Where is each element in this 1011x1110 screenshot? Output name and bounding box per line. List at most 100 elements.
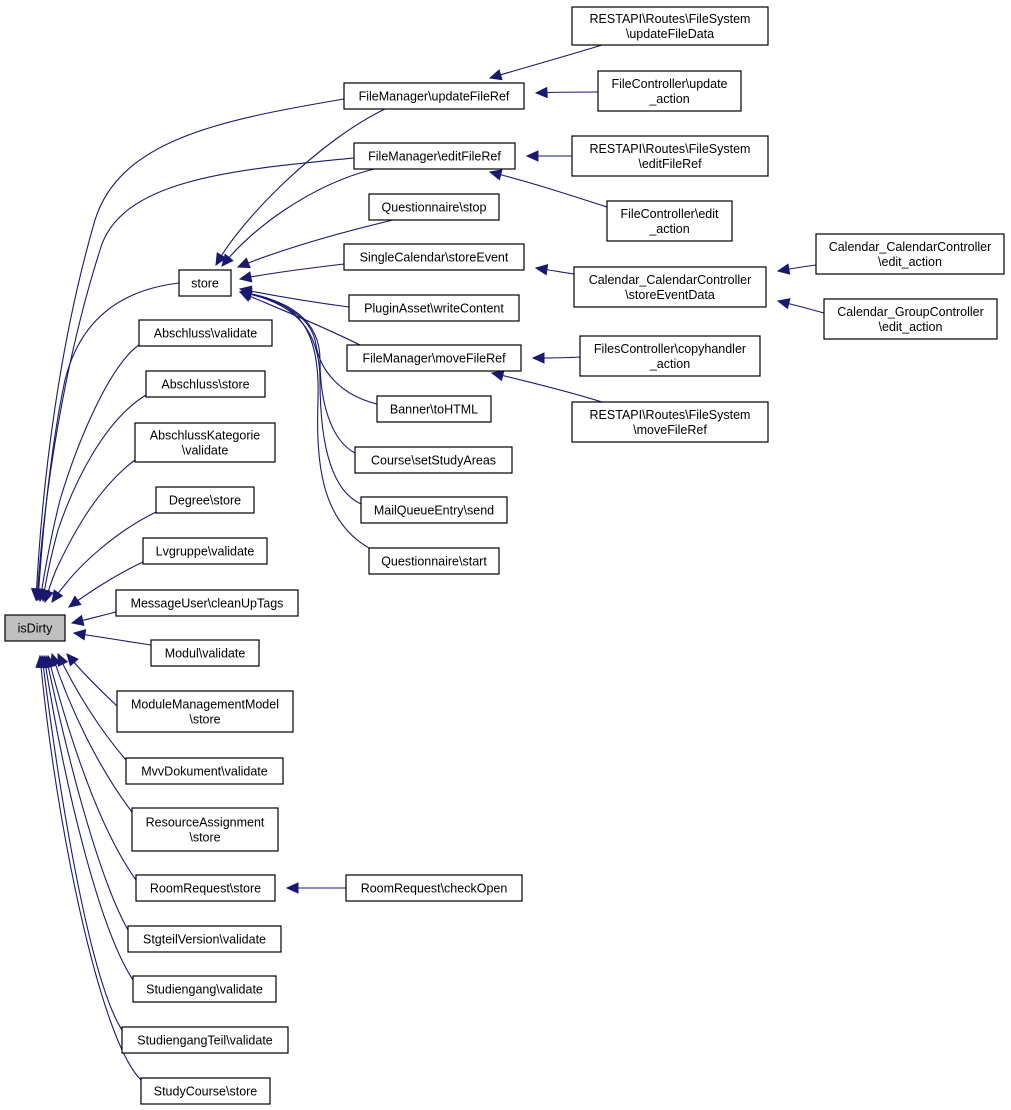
arrowhead <box>42 589 54 604</box>
node-box <box>131 807 279 852</box>
node-box <box>571 135 769 177</box>
node-label: Banner\toHTML <box>390 403 478 417</box>
node-degree-store[interactable]: Degree\store <box>155 486 255 514</box>
node-single-calendar-store-event[interactable]: SingleCalendar\storeEvent <box>343 243 525 271</box>
node-label: FileManager\updateFileRef <box>359 90 510 104</box>
edge-cal-store-event-data-to-single-calendar-store-event <box>534 264 575 276</box>
arrowhead <box>534 86 548 99</box>
edge-rest-move-file-ref-to-fmmove-file-ref <box>490 370 603 403</box>
node-fmmove-file-ref[interactable]: FileManager\moveFileRef <box>346 344 522 372</box>
node-label: FileManager\moveFileRef <box>362 352 506 366</box>
node-stgteil-version-validate[interactable]: StgteilVersion\validate <box>127 925 282 953</box>
node-rest-move-file-ref[interactable]: RESTAPI\Routes\FileSystem\moveFileRef <box>571 401 769 443</box>
node-box <box>368 193 500 221</box>
node-box <box>348 294 520 322</box>
node-course-set-study-areas[interactable]: Course\setStudyAreas <box>354 446 513 474</box>
arrowhead <box>776 263 791 275</box>
node-label: Questionnaire\stop <box>382 201 487 215</box>
node-cal-store-event-data[interactable]: Calendar_CalendarController\storeEventDa… <box>573 266 767 308</box>
node-label: SingleCalendar\storeEvent <box>360 251 509 265</box>
node-banner-to-html[interactable]: Banner\toHTML <box>376 395 492 423</box>
edge-mvv-dokument-validate-to-is-dirty <box>57 652 127 761</box>
node-module-management-model[interactable]: ModuleManagementModel\store <box>116 690 294 733</box>
node-box <box>4 614 66 642</box>
node-label: StgteilVersion\validate <box>143 933 266 947</box>
node-box <box>353 142 516 170</box>
node-fcupdate-action[interactable]: FileController\update_action <box>597 70 742 112</box>
node-lvgruppe-validate[interactable]: Lvgruppe\validate <box>142 537 268 565</box>
node-fmupdate-file-ref[interactable]: FileManager\updateFileRef <box>343 82 525 110</box>
edge-plugin-asset-write-content-to-store <box>238 285 350 308</box>
node-rest-edit-file-ref[interactable]: RESTAPI\Routes\FileSystem\editFileRef <box>571 135 769 177</box>
node-box <box>127 925 282 953</box>
node-studiengang-teil-validate[interactable]: StudiengangTeil\validate <box>121 1026 289 1054</box>
node-label: \storeEventData <box>625 288 715 302</box>
node-store[interactable]: store <box>178 269 232 297</box>
node-room-request-check-open[interactable]: RoomRequest\checkOpen <box>345 874 523 902</box>
node-box <box>343 82 525 110</box>
node-box <box>140 1077 271 1105</box>
arrowhead <box>776 298 791 310</box>
node-box <box>155 486 255 514</box>
node-mvv-dokument-validate[interactable]: MvvDokument\validate <box>125 757 284 785</box>
node-is-dirty[interactable]: isDirty <box>4 614 66 642</box>
node-cal-edit-action[interactable]: Calendar_CalendarController\edit_action <box>815 233 1005 275</box>
node-box <box>573 266 767 308</box>
node-label: Degree\store <box>169 494 241 508</box>
edge-lvgruppe-validate-to-is-dirty <box>68 561 144 608</box>
node-label: FileController\update <box>611 77 727 91</box>
edge-room-request-store-to-is-dirty <box>45 654 137 881</box>
edge-fmedit-file-ref-to-store <box>221 168 375 267</box>
edge-rest-edit-file-ref-to-fmedit-file-ref <box>525 150 573 162</box>
node-message-user-clean-up-tags[interactable]: MessageUser\cleanUpTags <box>115 589 299 617</box>
edge-cal-edit-action-to-cal-store-event-data <box>776 263 817 275</box>
node-box <box>121 1026 289 1054</box>
node-resource-assignment[interactable]: ResourceAssignment\store <box>131 807 279 852</box>
node-box <box>135 874 276 902</box>
node-studiengang-validate[interactable]: Studiengang\validate <box>132 975 277 1003</box>
node-label: Modul\validate <box>165 647 246 661</box>
node-box <box>376 395 492 423</box>
node-label: Lvgruppe\validate <box>156 545 255 559</box>
node-label: \validate <box>182 444 229 458</box>
node-study-course-store[interactable]: StudyCourse\store <box>140 1077 271 1105</box>
node-fcedit-action[interactable]: FileController\edit_action <box>606 200 733 242</box>
node-box <box>345 874 523 902</box>
node-abschluss-store[interactable]: Abschluss\store <box>145 370 266 398</box>
node-questionnaire-stop[interactable]: Questionnaire\stop <box>368 193 500 221</box>
node-group-edit-action[interactable]: Calendar_GroupController\edit_action <box>823 298 998 340</box>
node-label: Calendar_CalendarController <box>589 273 752 287</box>
node-label: store <box>191 277 219 291</box>
node-box <box>138 319 273 347</box>
node-box <box>178 269 232 297</box>
node-mail-queue-entry-send[interactable]: MailQueueEntry\send <box>360 496 508 524</box>
node-abschluss-validate[interactable]: Abschluss\validate <box>138 319 273 347</box>
node-modul-validate[interactable]: Modul\validate <box>150 639 260 667</box>
node-box <box>571 401 769 443</box>
node-rest-update-file-data[interactable]: RESTAPI\Routes\FileSystem\updateFileData <box>571 6 769 46</box>
node-room-request-store[interactable]: RoomRequest\store <box>135 874 276 902</box>
edge-files-copyhandler-to-fmmove-file-ref <box>531 352 581 364</box>
node-box <box>343 243 525 271</box>
node-label: RESTAPI\Routes\FileSystem <box>590 142 751 156</box>
node-box <box>606 200 733 242</box>
arrowhead <box>490 370 505 382</box>
node-label: _action <box>649 357 690 371</box>
node-label: Abschluss\validate <box>154 327 258 341</box>
node-fmedit-file-ref[interactable]: FileManager\editFileRef <box>353 142 516 170</box>
node-abschluss-kategorie[interactable]: AbschlussKategorie\validate <box>134 422 276 463</box>
edge-rest-update-file-data-to-fmupdate-file-ref <box>488 44 603 81</box>
node-label: Questionnaire\start <box>381 555 487 569</box>
node-label: \edit_action <box>879 320 943 334</box>
node-plugin-asset-write-content[interactable]: PluginAsset\writeContent <box>348 294 520 322</box>
node-label: MvvDokument\validate <box>141 765 267 779</box>
edge-fmedit-file-ref-to-is-dirty <box>32 157 355 602</box>
node-label: PluginAsset\writeContent <box>364 302 504 316</box>
arrowhead <box>238 288 253 300</box>
node-box <box>116 690 294 733</box>
node-questionnaire-start[interactable]: Questionnaire\start <box>368 547 500 575</box>
edge-message-user-clean-up-tags-to-is-dirty <box>70 611 117 626</box>
arrowhead <box>70 614 85 626</box>
node-files-copyhandler[interactable]: FilesController\copyhandler_action <box>579 335 761 377</box>
